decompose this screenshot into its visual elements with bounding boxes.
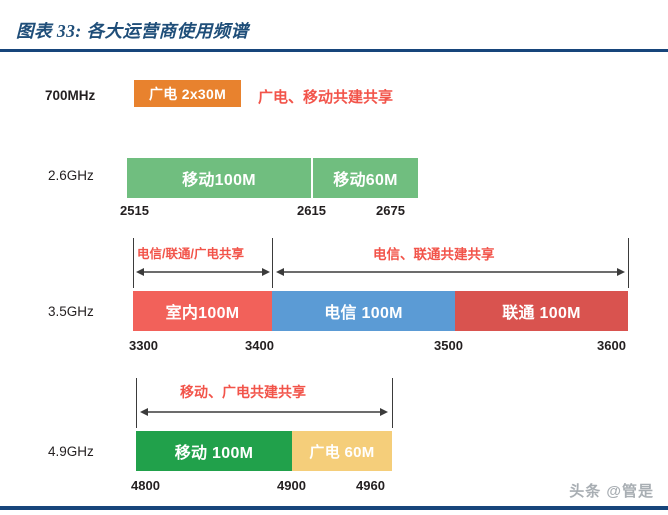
bracket-arrow-3300-3400 bbox=[136, 268, 270, 276]
tick-2615: 2615 bbox=[297, 203, 326, 218]
page-title: 图表 33: 各大运营商使用频谱 bbox=[16, 21, 249, 41]
tick-3300: 3300 bbox=[129, 338, 158, 353]
title-divider bbox=[0, 49, 668, 52]
band-4-9ghz-guangdian-60m: 广电 60M bbox=[292, 431, 392, 471]
watermark: 头条 @管是 bbox=[569, 483, 654, 500]
tick-3500: 3500 bbox=[434, 338, 463, 353]
note-3-5ghz-indoor-sharing: 电信/联通/广电共享 bbox=[137, 247, 244, 261]
guide-line-4800 bbox=[136, 378, 137, 428]
guide-line-4960 bbox=[392, 378, 393, 428]
guide-line-3600 bbox=[628, 238, 629, 288]
band-3-5ghz-telecom-100m: 电信 100M bbox=[272, 291, 455, 331]
guide-line-3400 bbox=[272, 238, 273, 288]
band-2-6ghz-mobile-60m: 移动60M bbox=[313, 158, 418, 198]
band-3-5ghz-unicom-100m: 联通 100M bbox=[455, 291, 628, 331]
band-2-6ghz-mobile-100m: 移动100M bbox=[127, 158, 311, 198]
row-label-700mhz: 700MHz bbox=[45, 88, 96, 103]
note-700mhz-sharing: 广电、移动共建共享 bbox=[258, 89, 394, 106]
band-3-5ghz-indoor-100m: 室内100M bbox=[133, 291, 272, 331]
band-700mhz-guangdian: 广电 2x30M bbox=[134, 80, 241, 107]
row-label-4-9ghz: 4.9GHz bbox=[48, 444, 94, 459]
tick-4960: 4960 bbox=[356, 478, 385, 493]
row-label-2-6ghz: 2.6GHz bbox=[48, 168, 94, 183]
row-label-3-5ghz: 3.5GHz bbox=[48, 304, 94, 319]
tick-4800: 4800 bbox=[131, 478, 160, 493]
tick-3600: 3600 bbox=[597, 338, 626, 353]
bottom-divider bbox=[0, 506, 668, 510]
tick-2675: 2675 bbox=[376, 203, 405, 218]
bracket-arrow-3400-3600 bbox=[276, 268, 625, 276]
band-4-9ghz-mobile-100m: 移动 100M bbox=[136, 431, 292, 471]
tick-3400: 3400 bbox=[245, 338, 274, 353]
note-3-5ghz-telecom-unicom-sharing: 电信、联通共建共享 bbox=[373, 247, 495, 262]
guide-line-3300 bbox=[133, 238, 134, 288]
note-4-9ghz-sharing: 移动、广电共建共享 bbox=[180, 384, 306, 400]
bracket-arrow-4800-4960 bbox=[140, 408, 388, 416]
tick-4900: 4900 bbox=[277, 478, 306, 493]
tick-2515: 2515 bbox=[120, 203, 149, 218]
